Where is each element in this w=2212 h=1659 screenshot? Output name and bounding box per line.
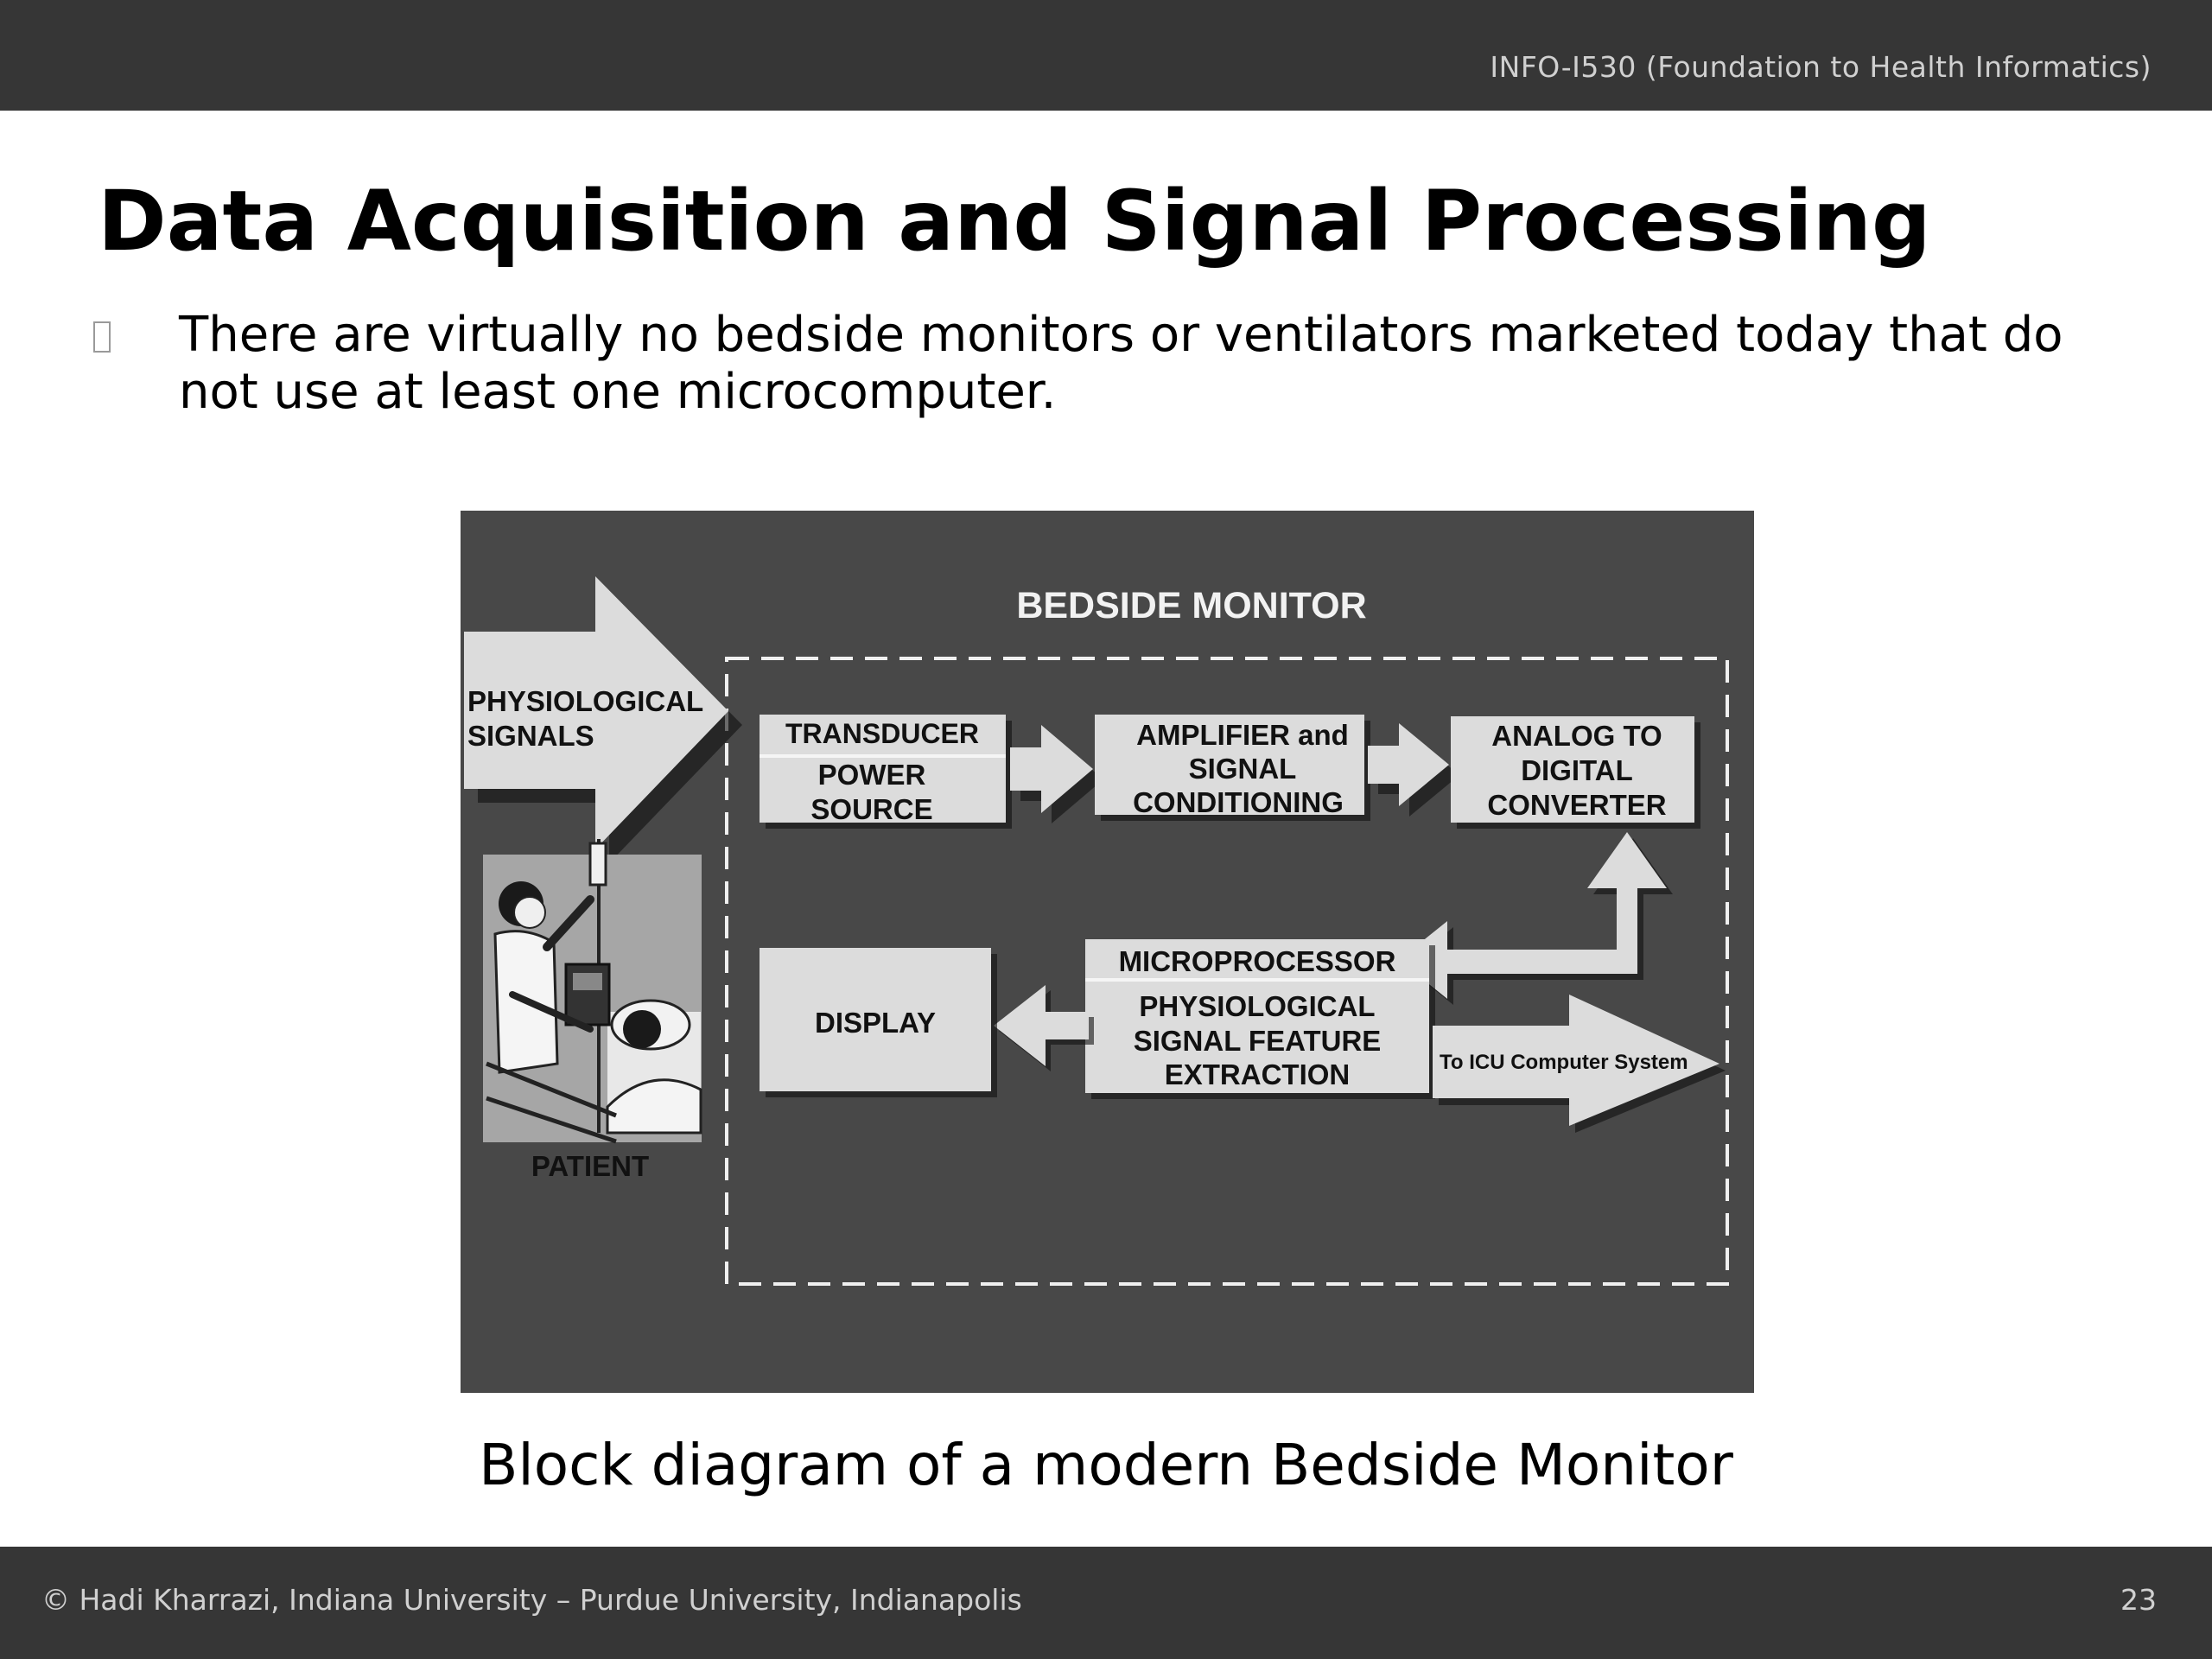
patient-label: PATIENT [531, 1150, 649, 1182]
svg-text:PHYSIOLOGICAL: PHYSIOLOGICAL [467, 685, 703, 717]
svg-text:ANALOG TO: ANALOG TO [1491, 720, 1662, 752]
transducer-label: TRANSDUCER [785, 718, 979, 749]
figure-caption: Block diagram of a modern Bedside Monito… [479, 1432, 1733, 1498]
svg-text:EXTRACTION: EXTRACTION [1165, 1058, 1351, 1090]
slide-title: Data Acquisition and Signal Processing [98, 173, 1931, 270]
footer-bar [0, 1547, 2212, 1659]
course-title: INFO-I530 (Foundation to Health Informat… [1490, 50, 2152, 84]
arrow-to-adc [1368, 723, 1449, 806]
svg-text:SIGNALS: SIGNALS [467, 720, 594, 752]
physiological-signals-arrow: PHYSIOLOGICAL SIGNALS [464, 576, 742, 863]
amplifier-block: AMPLIFIER and SIGNAL CONDITIONING [1095, 715, 1370, 821]
icu-output-label: To ICU Computer System [1440, 1051, 1688, 1074]
adc-block: ANALOG TO DIGITAL CONVERTER [1451, 716, 1700, 829]
copyright-text: © Hadi Kharrazi, Indiana University – Pu… [41, 1583, 1022, 1617]
arrow-to-amplifier [1010, 725, 1093, 813]
svg-text:PHYSIOLOGICAL: PHYSIOLOGICAL [1139, 990, 1375, 1022]
display-label: DISPLAY [815, 1007, 936, 1039]
arrow-to-display [994, 985, 1089, 1066]
svg-text:AMPLIFIER and: AMPLIFIER and [1136, 719, 1349, 751]
svg-text:DIGITAL: DIGITAL [1521, 754, 1633, 786]
power-source-label: POWER [818, 759, 926, 791]
patient-illustration: PATIENT [483, 839, 702, 1182]
icu-output-arrow [1433, 995, 1719, 1126]
bullet-icon [93, 321, 111, 353]
svg-text:CONDITIONING: CONDITIONING [1133, 786, 1344, 818]
monitor-boundary [725, 657, 1729, 1286]
page-number: 23 [2120, 1583, 2157, 1617]
arrow-to-microprocessor [1399, 832, 1667, 999]
microprocessor-label: MICROPROCESSOR [1119, 945, 1396, 977]
microprocessor-block: MICROPROCESSOR PHYSIOLOGICAL SIGNAL FEAT… [1085, 939, 1435, 1099]
bullet-text: There are virtually no bedside monitors … [179, 307, 2063, 420]
svg-text:SIGNAL: SIGNAL [1189, 753, 1297, 785]
header-bar: INFO-I530 (Foundation to Health Informat… [0, 0, 2212, 111]
bedside-monitor-diagram: BEDSIDE MONITOR PHYSIOLOGICAL SIGNALS PA… [461, 511, 1754, 1393]
svg-text:SOURCE: SOURCE [810, 793, 932, 825]
transducer-block: TRANSDUCER POWER SOURCE [760, 715, 1012, 829]
diagram-title: BEDSIDE MONITOR [1016, 585, 1366, 626]
display-block: DISPLAY [760, 948, 997, 1097]
svg-text:CONVERTER: CONVERTER [1487, 789, 1666, 821]
svg-text:SIGNAL FEATURE: SIGNAL FEATURE [1134, 1025, 1382, 1057]
